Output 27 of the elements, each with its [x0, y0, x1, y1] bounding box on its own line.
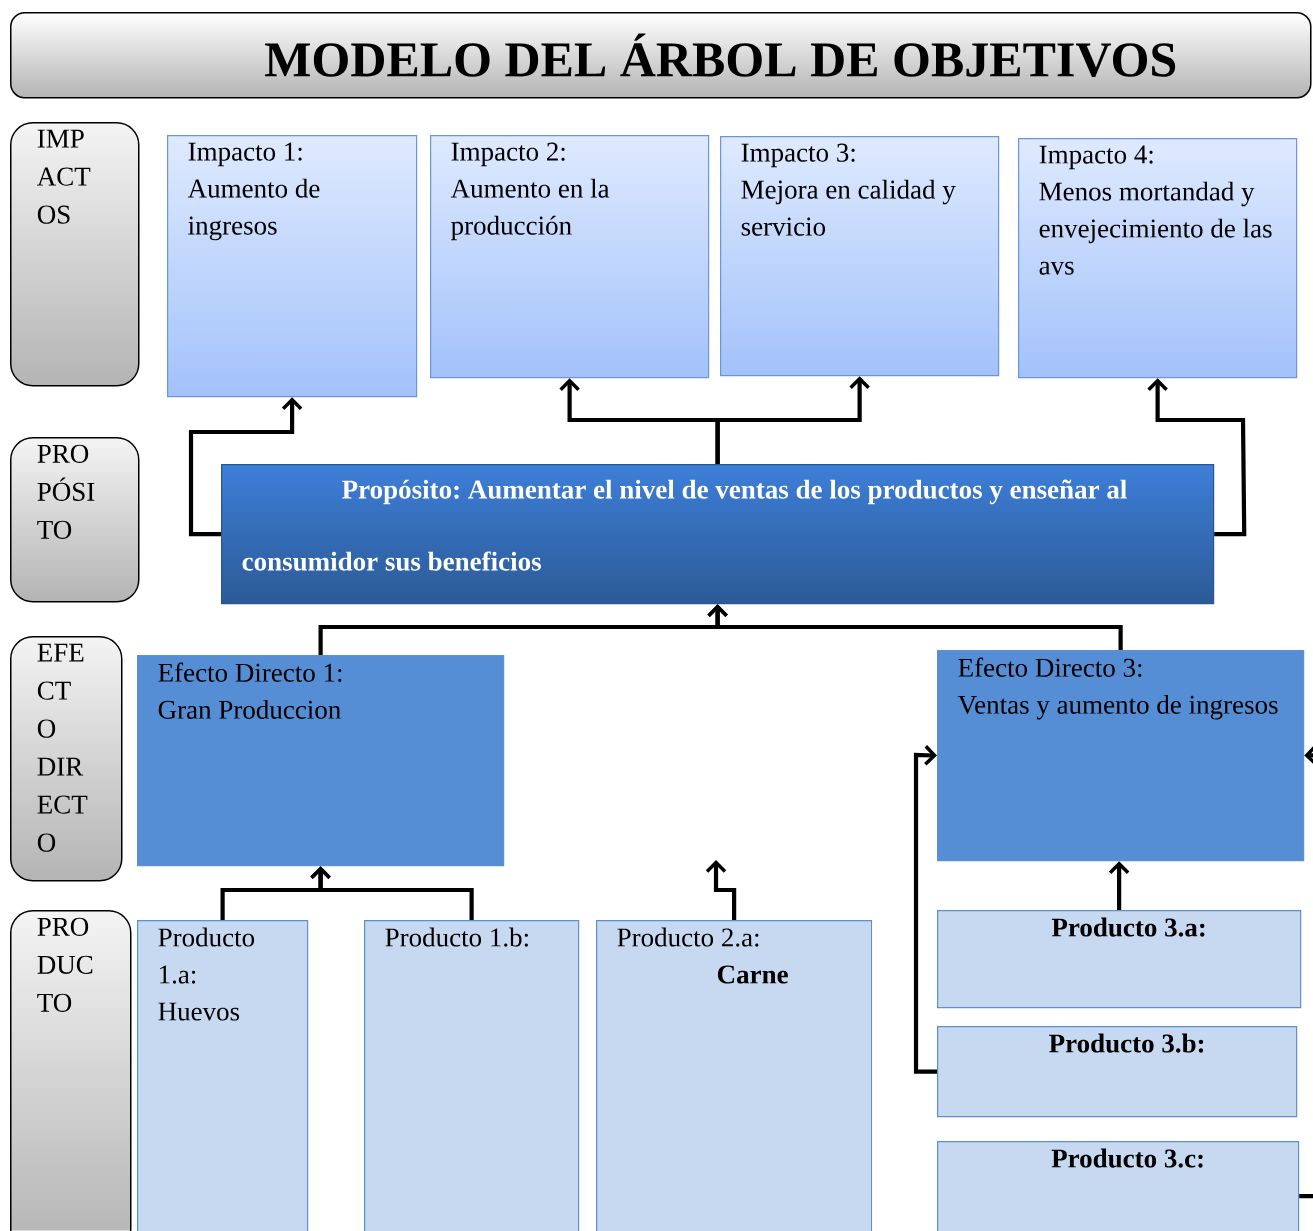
- product-box: Producto 1.a: Huevos: [137, 920, 309, 1231]
- side-category-box: PRO PÓSI TO: [10, 437, 140, 603]
- purpose-box: Propósito: Aumentar el nivel de ventas de los productos y enseñar al consumidor sus beneficios: [221, 464, 1215, 605]
- arrow: [1108, 861, 1130, 910]
- product-box: Producto 2.a: Carne: [596, 920, 873, 1231]
- product-box: Producto 3.c:: [937, 1141, 1300, 1231]
- product-box: Producto 1.b:: [364, 920, 580, 1231]
- side-category-box: EFE CT O DIR ECT O: [10, 636, 123, 882]
- impact-box: Impacto 3: Mejora en calidad y servicio: [720, 136, 1000, 377]
- title-banner: MODELO DEL ÁRBOL DE OBJETIVOS: [10, 12, 1312, 99]
- side-category-box: IMP ACT OS: [10, 122, 140, 387]
- arrow: [188, 397, 303, 537]
- effect-box: Efecto Directo 1: Gran Produccion: [137, 655, 505, 867]
- effect-box: Efecto Directo 3: Ventas y aumento de ingresos: [937, 650, 1305, 862]
- arrow: [1147, 378, 1247, 537]
- arrow: [705, 860, 737, 920]
- arrow: [913, 745, 937, 1074]
- arrow: [715, 376, 870, 464]
- product-box: Producto 3.b:: [937, 1026, 1298, 1118]
- side-category-box: PRO DUC TO: [10, 910, 132, 1231]
- impact-box: Impacto 2: Aumento en la producción: [430, 135, 710, 379]
- arrow: [1299, 745, 1313, 1199]
- impact-box: Impacto 4: Menos mortandad y envejecimiento de las avs: [1018, 138, 1298, 379]
- product-box: Producto 3.a:: [937, 910, 1302, 1009]
- impact-box: Impacto 1: Aumento de ingresos: [167, 135, 418, 398]
- arrow: [707, 604, 1123, 650]
- arrow: [310, 866, 474, 920]
